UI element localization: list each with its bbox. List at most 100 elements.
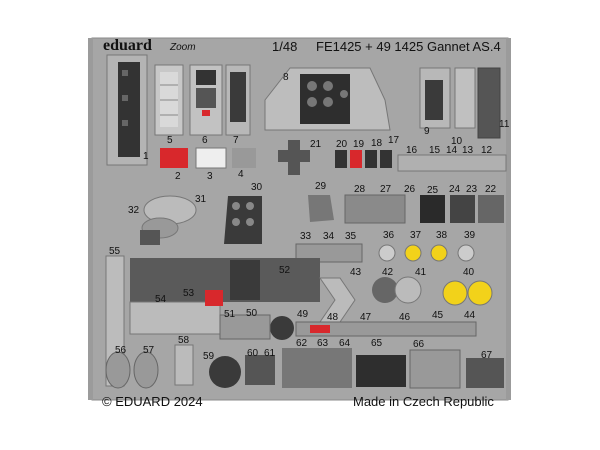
part-21-bracket: [278, 140, 310, 175]
part-49: [270, 316, 294, 340]
part-group-52-55: [105, 255, 320, 387]
part-number: 17: [388, 135, 400, 146]
part-number: 42: [382, 267, 394, 278]
part-number: 49: [297, 309, 309, 320]
part-number: 14: [446, 145, 458, 156]
part-number: 53: [183, 288, 195, 299]
part-number: 5: [167, 135, 173, 146]
part-2-placard: [160, 148, 188, 168]
part-number: 24: [449, 184, 461, 195]
part-number: 33: [300, 231, 312, 242]
brand-logo: eduard: [103, 37, 152, 54]
part-number: 56: [115, 345, 127, 356]
part-group-31-32: [140, 195, 197, 245]
part-group-36-39: [378, 244, 475, 262]
part-number: 38: [436, 230, 448, 241]
part-number: 41: [415, 267, 427, 278]
part-number: 54: [155, 294, 167, 305]
part-number: 50: [246, 308, 258, 319]
part-number: 67: [481, 350, 493, 361]
part-group-8: [264, 67, 391, 131]
part-group-6: [189, 64, 223, 136]
part-group-1: [106, 54, 148, 166]
part-number: 29: [315, 181, 327, 192]
part-number: 8: [283, 72, 289, 83]
origin-label: Made in Czech Republic: [353, 394, 494, 409]
copyright-label: © EDUARD 2024: [102, 394, 203, 409]
part-number: 48: [327, 312, 339, 323]
part-29: [308, 195, 334, 222]
part-number: 28: [354, 184, 366, 195]
part-number: 40: [463, 267, 475, 278]
part-number: 7: [233, 135, 239, 146]
part-number: 2: [175, 171, 181, 182]
part-number: 45: [432, 310, 444, 321]
part-number: 60: [247, 348, 259, 359]
part-number: 65: [371, 338, 383, 349]
part-number: 11: [499, 119, 510, 130]
part-40-gauge-b: [467, 280, 493, 306]
part-number: 12: [481, 145, 493, 156]
part-3-placard: [195, 147, 227, 169]
part-group-7: [225, 64, 251, 136]
part-number: 19: [353, 139, 365, 150]
part-number: 4: [238, 169, 244, 180]
product-code: FE1425 + 49 1425 Gannet AS.4: [316, 39, 501, 54]
part-group-10: [454, 67, 476, 129]
part-group-33-35: [295, 243, 363, 263]
part-number: 63: [317, 338, 329, 349]
part-4-placard: [232, 148, 256, 168]
part-42: [372, 277, 398, 303]
part-group-12-16: [397, 154, 507, 172]
part-number: 9: [424, 126, 430, 137]
part-number: 47: [360, 312, 372, 323]
part-number: 39: [464, 230, 476, 241]
fret-notch: [506, 38, 511, 400]
part-group-17-20: [335, 150, 392, 168]
part-group-30: [224, 196, 262, 244]
part-number: 35: [345, 231, 357, 242]
part-number: 20: [336, 139, 348, 150]
part-41: [394, 276, 422, 304]
part-number: 25: [427, 185, 439, 196]
part-number: 62: [296, 338, 308, 349]
part-group-9: [419, 67, 451, 129]
part-number: 1: [143, 151, 149, 162]
part-number: 31: [195, 194, 207, 205]
part-number: 52: [279, 265, 291, 276]
part-number: 36: [383, 230, 395, 241]
part-number: 6: [202, 135, 208, 146]
part-number: 32: [128, 205, 140, 216]
part-number: 23: [466, 184, 478, 195]
part-number: 46: [399, 312, 411, 323]
part-number: 16: [406, 145, 418, 156]
part-number: 57: [143, 345, 155, 356]
part-group-56-67: [105, 344, 504, 389]
part-number: 43: [350, 267, 362, 278]
part-group-50-51: [219, 314, 271, 340]
part-number: 44: [464, 310, 476, 321]
part-40-gauge: [442, 280, 468, 306]
part-group-11: [477, 67, 501, 139]
part-number: 51: [224, 309, 236, 320]
part-number: 66: [413, 339, 425, 350]
part-number: 22: [485, 184, 497, 195]
part-number: 21: [310, 139, 322, 150]
part-number: 55: [109, 246, 121, 257]
part-number: 58: [178, 335, 190, 346]
part-number: 10: [451, 136, 463, 147]
part-number: 30: [251, 182, 263, 193]
part-number: 37: [410, 230, 422, 241]
part-group-22-28: [344, 194, 504, 224]
part-number: 13: [462, 145, 474, 156]
part-number: 26: [404, 184, 416, 195]
fret-notch: [88, 38, 93, 400]
part-group-5: [154, 64, 184, 136]
part-number: 59: [203, 351, 215, 362]
part-48-red: [310, 325, 330, 333]
scale-label: 1/48: [272, 39, 298, 54]
brand-sub-logo: Zoom: [170, 42, 196, 53]
part-number: 61: [264, 348, 276, 359]
part-group-44-48: [295, 321, 477, 337]
